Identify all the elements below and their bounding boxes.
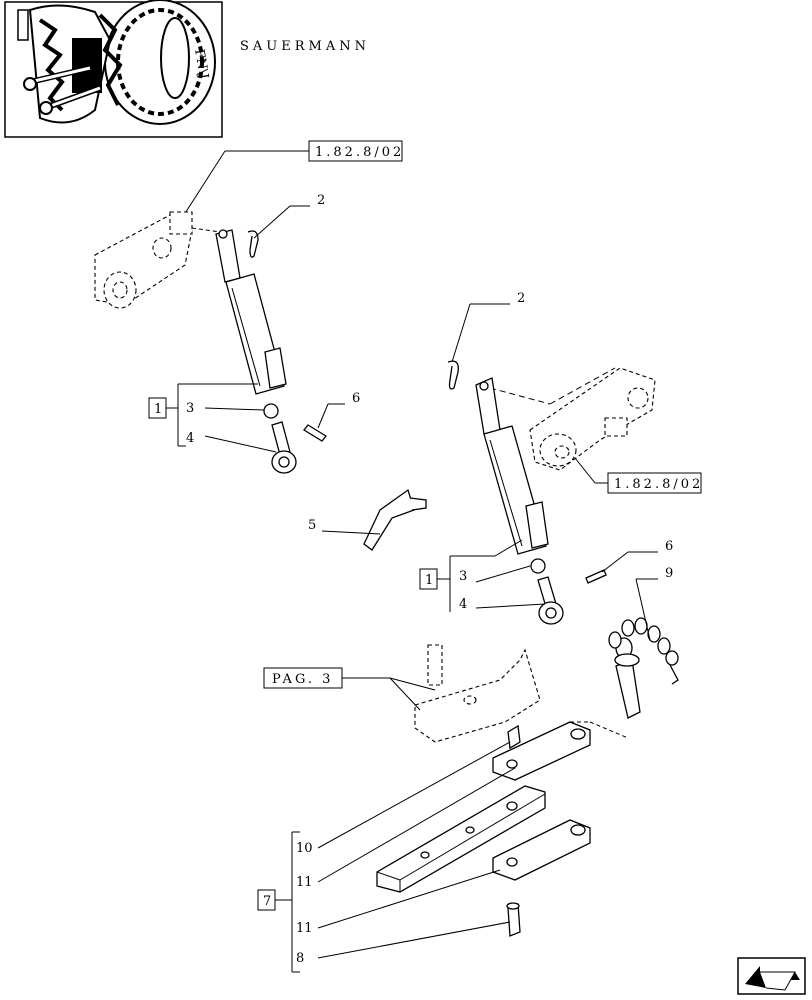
brand-name: SAUERMANN — [240, 39, 370, 54]
callout-7: 7 — [263, 894, 271, 909]
right-pin-6 — [585, 569, 607, 584]
callout-left-2: 2 — [317, 193, 325, 208]
callout-right-6: 6 — [665, 539, 673, 554]
callout-left-3: 3 — [186, 401, 194, 416]
drawbar-block — [376, 785, 546, 893]
right-lift-rod — [475, 377, 564, 625]
ref-top-label: 1.82.8/02 — [315, 145, 404, 160]
svg-text:FN\J: FN\J — [191, 48, 211, 80]
ref-right-label: 1.82.8/02 — [614, 477, 703, 492]
drawbar-hook-reference — [414, 644, 541, 743]
page-ref-box[interactable]: PAG. 3 — [263, 667, 343, 689]
callout-left-6: 6 — [352, 391, 360, 406]
drawbar-group-callout: 7 10 11 11 8 — [257, 741, 516, 973]
callout-10: 10 — [296, 841, 313, 856]
right-r-clip — [447, 360, 459, 390]
next-page-arrow-icon[interactable] — [737, 957, 806, 995]
tractor-wheel-illustration: FN\J — [17, 0, 216, 125]
left-lift-arm-reference — [94, 211, 221, 309]
ref-box-right[interactable]: 1.82.8/02 — [607, 472, 703, 494]
callout-right-3: 3 — [459, 569, 467, 584]
pin-with-chain-9 — [608, 617, 679, 719]
callout-right-4: 4 — [459, 597, 467, 612]
callout-8: 8 — [296, 951, 304, 966]
callout-right-2: 2 — [517, 291, 525, 306]
callout-11a: 11 — [296, 875, 313, 890]
callout-9: 9 — [665, 566, 673, 581]
bracket-5 — [363, 488, 427, 551]
callout-left-1: 1 — [154, 402, 162, 417]
callout-11b: 11 — [296, 921, 313, 936]
left-r-clip — [247, 230, 259, 258]
left-pin-6 — [303, 424, 327, 442]
callout-5: 5 — [308, 518, 316, 533]
bolt-10 — [507, 724, 521, 750]
left-lift-rod — [215, 229, 297, 474]
right-lift-arm-reference — [489, 367, 656, 471]
page-ref-label: PAG. 3 — [272, 672, 333, 687]
left-group-callout: 1 3 4 — [148, 383, 277, 453]
bolt-8 — [506, 902, 521, 937]
drawbar-plate-top — [492, 721, 629, 781]
tractor-thumbnail: FN\J — [4, 0, 223, 138]
ref-box-top[interactable]: 1.82.8/02 — [308, 140, 404, 162]
callout-left-4: 4 — [186, 431, 194, 446]
right-group-callout: 1 3 4 — [419, 539, 546, 612]
callout-right-1: 1 — [425, 573, 433, 588]
